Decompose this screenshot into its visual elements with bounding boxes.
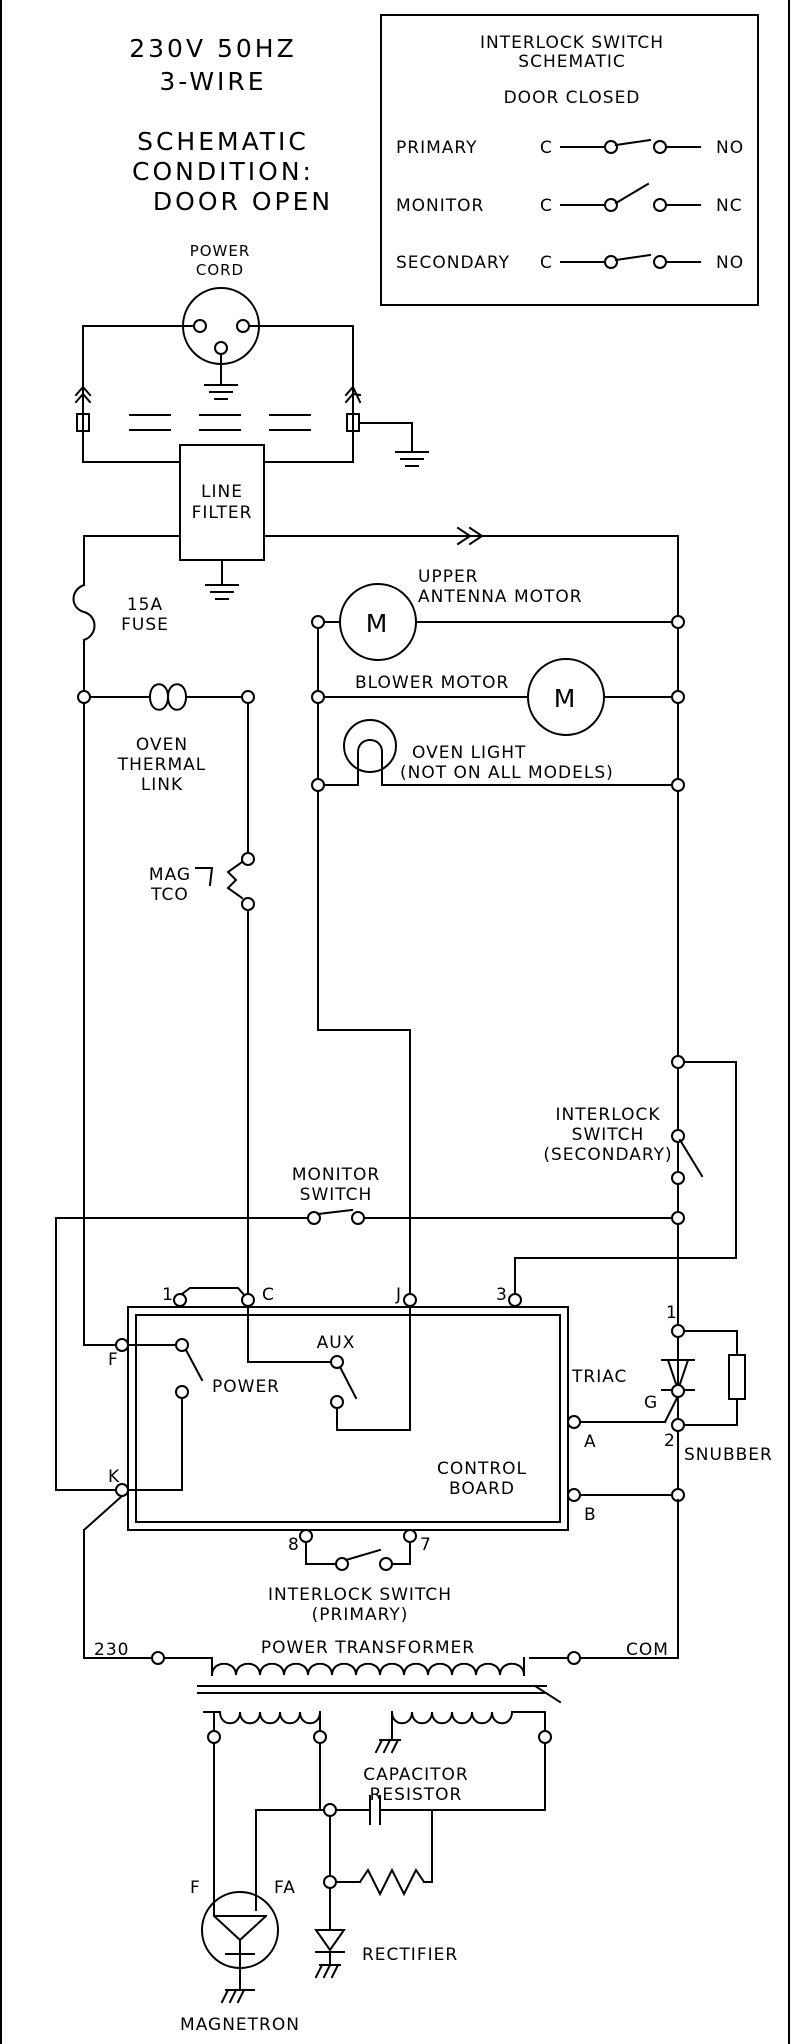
interlock-sec-label3: (SECONDARY): [543, 1145, 672, 1165]
pin-f: F: [108, 1350, 119, 1370]
mag-tco: MAG TCO: [149, 852, 255, 911]
thermal-label2: THERMAL: [117, 755, 207, 775]
tco-icon: [226, 860, 244, 900]
header: 230V 50HZ 3-WIRE SCHEMATIC CONDITION: DO…: [129, 34, 333, 216]
monitor-label2: SWITCH: [300, 1185, 373, 1205]
upper-antenna-label2: ANTENNA MOTOR: [418, 587, 583, 607]
pin-8: 8: [288, 1535, 300, 1555]
pin-a: A: [584, 1432, 597, 1452]
condition-line2: CONDITION:: [132, 157, 314, 186]
rectifier-icon: [314, 1929, 346, 1953]
blower-motor-label: BLOWER MOTOR: [355, 673, 509, 693]
upper-antenna-motor: M UPPER ANTENNA MOTOR: [311, 567, 685, 661]
interlock-primary: 8 7 INTERLOCK SWITCH (PRIMARY): [268, 1529, 452, 1625]
capacitor-label: CAPACITOR: [363, 1765, 468, 1785]
monitor-row-state: NC: [716, 196, 743, 216]
upper-antenna-label1: UPPER: [418, 567, 479, 587]
interlock-pri-label2: (PRIMARY): [312, 1605, 409, 1625]
snubber-icon: [728, 1354, 746, 1400]
thermal-label1: OVEN: [136, 735, 188, 755]
monitor-switch: MONITOR SWITCH: [55, 1165, 685, 1225]
monitor-label1: MONITOR: [292, 1165, 380, 1185]
condition-line1: SCHEMATIC: [137, 127, 309, 156]
magnetron-f: F: [190, 1878, 201, 1898]
power-cord-label1: POWER: [190, 242, 251, 260]
oven-thermal-link: OVEN THERMAL LINK: [77, 683, 255, 795]
interlock-box-title2: SCHEMATIC: [518, 52, 625, 72]
resistor-label: RESISTOR: [370, 1785, 463, 1805]
interlock-sec-label2: SWITCH: [572, 1125, 645, 1145]
triac-gate: G: [644, 1393, 658, 1413]
mag-tco-label2: TCO: [150, 885, 189, 905]
triac-pin-2: 2: [664, 1431, 676, 1451]
fuse-label2: FUSE: [121, 615, 169, 635]
power-label: POWER: [212, 1377, 280, 1397]
line-filter-label1: LINE: [201, 482, 243, 502]
pin-c: C: [262, 1285, 275, 1305]
interlock-sec-label1: INTERLOCK: [556, 1105, 661, 1125]
pin-b: B: [584, 1505, 597, 1525]
pin-7: 7: [420, 1535, 432, 1555]
transformer-label: POWER TRANSFORMER: [261, 1638, 475, 1658]
blower-motor-symbol: M: [554, 684, 579, 713]
filament-coil: [218, 1710, 322, 1725]
power-cord-label2: CORD: [196, 261, 244, 279]
transformer-primary-coil: [210, 1662, 526, 1677]
rectifier-label: RECTIFIER: [362, 1945, 458, 1965]
interlock-box-title1: INTERLOCK SWITCH: [480, 33, 664, 53]
resistor-icon: [358, 1867, 426, 1897]
wiring-label: 3-WIRE: [159, 67, 266, 96]
oven-light-label1: OVEN LIGHT: [412, 743, 526, 763]
magnetron-circuit: RECTIFIER CAPACITOR RESISTOR F FA MAGNET…: [180, 1711, 552, 2035]
thermal-link-icon: [148, 683, 188, 711]
pin-3: 3: [496, 1285, 508, 1305]
oven-light: OVEN LIGHT (NOT ON ALL MODELS): [311, 719, 685, 792]
magnetron-fa: FA: [274, 1878, 296, 1898]
antenna-motor-symbol: M: [366, 609, 391, 638]
transformer-com: COM: [626, 1640, 669, 1660]
control-board: 1 C J 3 F POWER K AUX CONTROL BOARD: [83, 1257, 685, 1531]
line-filter-label2: FILTER: [192, 503, 253, 523]
monitor-row-common: C: [540, 196, 553, 216]
condition-line3: DOOR OPEN: [153, 187, 333, 216]
snubber-label: SNUBBER: [684, 1445, 773, 1465]
line-filter: LINE FILTER: [179, 444, 265, 600]
interlock-pri-label1: INTERLOCK SWITCH: [268, 1585, 452, 1605]
control-board-label1: CONTROL: [437, 1459, 527, 1479]
triac-pin-1: 1: [666, 1303, 678, 1323]
pin-j: J: [395, 1285, 402, 1305]
secondary-row-common: C: [540, 253, 553, 273]
fuse-icon: [72, 583, 96, 642]
primary-row-common: C: [540, 138, 553, 158]
pin-1: 1: [162, 1285, 174, 1305]
secondary-row-name: SECONDARY: [396, 253, 510, 273]
primary-row-name: PRIMARY: [396, 138, 477, 158]
interlock-box-subtitle: DOOR CLOSED: [504, 88, 641, 108]
voltage-label: 230V 50HZ: [129, 34, 297, 63]
pin-k: K: [108, 1467, 120, 1487]
power-transformer: 230 POWER TRANSFORMER COM: [83, 1499, 679, 1754]
oven-light-label2: (NOT ON ALL MODELS): [400, 763, 614, 783]
hv-coil: [390, 1710, 514, 1725]
fuse-label1: 15A: [127, 595, 163, 615]
mag-tco-label1: MAG: [149, 865, 191, 885]
control-board-label2: BOARD: [449, 1479, 515, 1499]
aux-label: AUX: [317, 1333, 356, 1353]
lamp-icon: [343, 719, 397, 773]
transformer-230: 230: [94, 1640, 129, 1660]
connector-icon: [456, 526, 484, 546]
thermal-label3: LINK: [141, 775, 183, 795]
power-cord: POWER CORD: [74, 242, 429, 467]
monitor-row-name: MONITOR: [396, 196, 484, 216]
interlock-secondary: INTERLOCK SWITCH (SECONDARY): [514, 1055, 737, 1259]
blower-motor: M BLOWER MOTOR: [311, 658, 685, 736]
primary-row-state: NO: [716, 138, 744, 158]
triac-label: TRIAC: [571, 1367, 627, 1387]
triac: TRIAC 1 G 2 SNUBBER: [571, 1303, 773, 1465]
secondary-row-state: NO: [716, 253, 744, 273]
interlock-schematic-box: INTERLOCK SWITCH SCHEMATIC DOOR CLOSED P…: [380, 14, 759, 306]
magnetron-label: MAGNETRON: [180, 2015, 300, 2035]
